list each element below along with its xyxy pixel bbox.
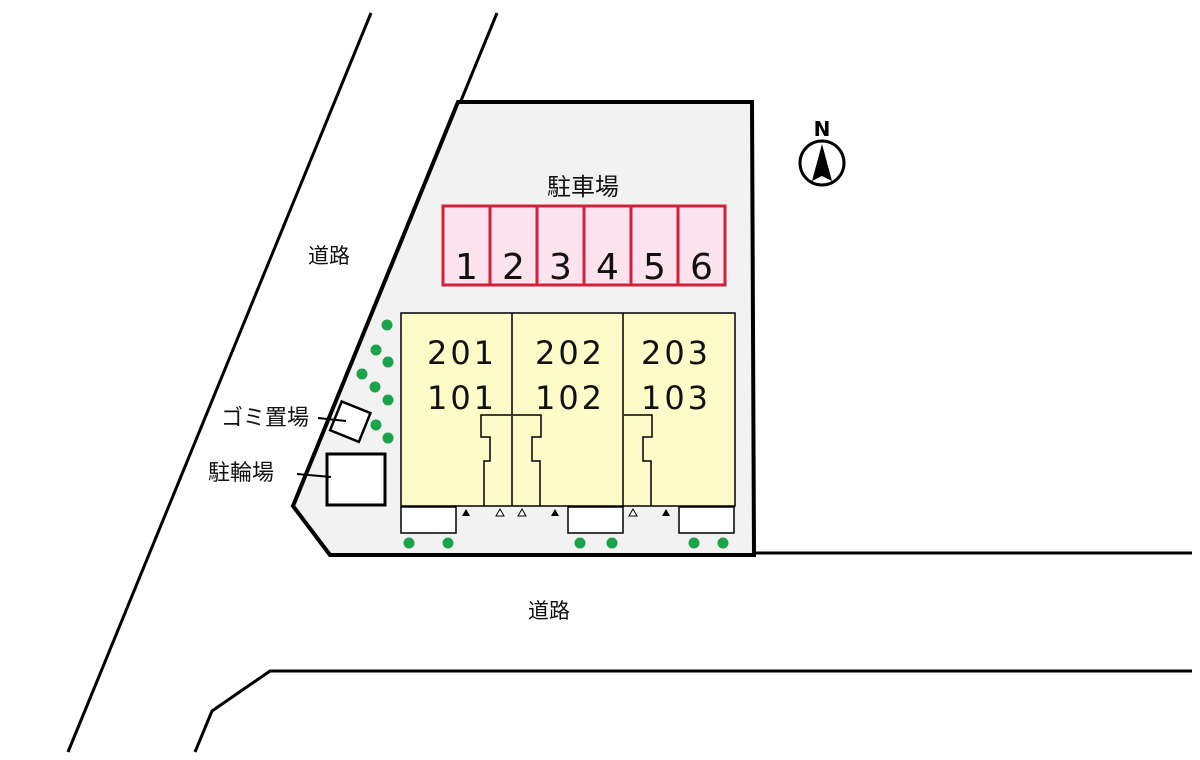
entrance-notch: [480, 414, 511, 506]
parking-space-1: [441, 204, 492, 287]
entrance-marker-filled: [662, 509, 670, 516]
entrance-marker-filled: [462, 509, 470, 516]
garbage-station-label: ゴミ置場: [221, 406, 309, 431]
building: 201 202 203 101 102 103: [400, 312, 736, 507]
bicycle-parking: 駐輪場: [208, 452, 387, 507]
porch-box: [400, 506, 457, 534]
tree-dot: [382, 432, 394, 444]
parking-space-number: 1: [455, 247, 478, 288]
tree-dot: [381, 319, 393, 331]
parking-space-number: 2: [502, 247, 525, 288]
parking-space-number: 3: [549, 247, 572, 288]
north-compass: N: [798, 117, 846, 187]
tree-dot: [688, 537, 700, 549]
building-outline: [400, 312, 736, 507]
south-road-far-edge-line: [193, 669, 1192, 753]
north-compass-label: N: [814, 117, 831, 141]
parking-space-number: 5: [643, 247, 666, 288]
unit-102-label: 102: [535, 379, 605, 417]
parking-space-number: 4: [596, 247, 619, 288]
compass-arrow-icon: [812, 144, 832, 181]
unit-202-label: 202: [535, 334, 605, 372]
porch-box: [567, 506, 624, 534]
parking-space-6: [676, 204, 727, 287]
tree-dot: [442, 537, 454, 549]
garbage-station: ゴミ置場: [221, 399, 373, 444]
tree-dot: [382, 394, 394, 406]
entrance-marker-open: [628, 507, 638, 517]
entrance-marker-open: [517, 507, 527, 517]
unit-101-label: 101: [427, 379, 497, 417]
parking-title: 駐車場: [547, 173, 619, 201]
garbage-station-box: [328, 399, 373, 444]
south-road-label: 道路: [528, 599, 570, 623]
bicycle-leader-line: [296, 473, 332, 478]
garbage-leader-line: [317, 417, 347, 422]
entrance-notch: [624, 414, 653, 506]
parking-space-number: 6: [690, 247, 713, 288]
tree-dot: [369, 381, 381, 393]
entrance-notch: [513, 414, 542, 506]
tree-dot: [370, 344, 382, 356]
tree-dot: [403, 537, 415, 549]
bicycle-parking-label: 駐輪場: [208, 461, 274, 486]
tree-dot: [717, 537, 729, 549]
west-road-edge-line: [66, 12, 373, 753]
porch-box: [678, 506, 735, 534]
tree-dot: [356, 368, 368, 380]
tree-dot: [370, 419, 382, 431]
west-road-label: 道路: [308, 244, 350, 268]
entrance-marker-open: [495, 507, 505, 517]
tree-dot: [382, 356, 394, 368]
tree-dot: [574, 537, 586, 549]
tree-dot: [606, 537, 618, 549]
tree-dots: [356, 319, 729, 549]
bicycle-parking-box: [325, 452, 387, 507]
parking-space-2: [488, 204, 539, 287]
unit-201-label: 201: [427, 334, 497, 372]
unit-103-label: 103: [641, 379, 711, 417]
entrance-marker-filled: [551, 509, 559, 516]
unit-203-label: 203: [641, 334, 711, 372]
